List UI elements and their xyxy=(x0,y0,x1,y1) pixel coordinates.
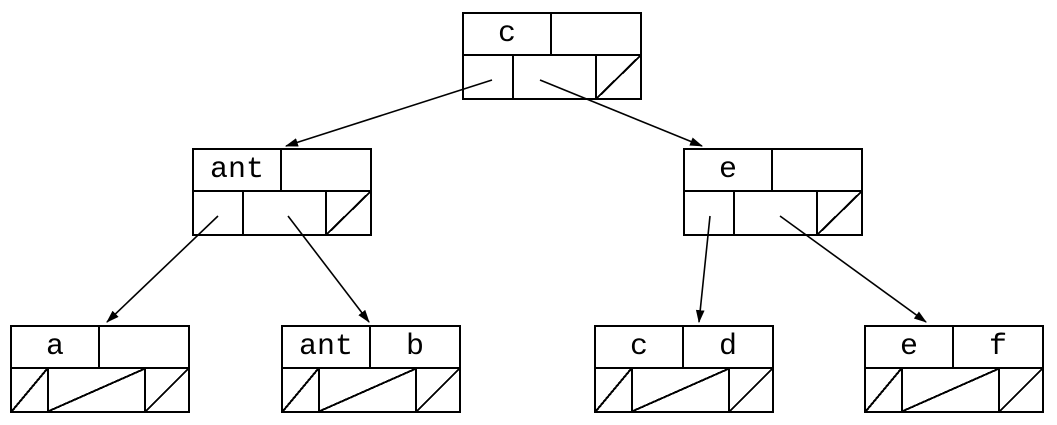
node-leaf-1-pointer-cell-1 xyxy=(12,369,49,411)
node-leaf-3-pointer-cell-2 xyxy=(632,369,730,411)
node-internal-left-key-cell-1: ant xyxy=(194,150,282,190)
node-leaf-3-key-cell-1: c xyxy=(596,327,684,367)
node-leaf-2-key-cell-1: ant xyxy=(283,327,371,367)
node-internal-left-key-cell-2 xyxy=(282,150,370,190)
node-leaf-3-key-row: c d xyxy=(596,327,772,369)
null-pointer-slash-icon xyxy=(866,369,901,411)
null-pointer-slash-icon xyxy=(416,369,459,411)
node-leaf-1-pointer-cell-3 xyxy=(145,369,188,411)
null-pointer-slash-icon xyxy=(596,369,631,411)
node-root-key-cell-1: c xyxy=(464,14,552,54)
node-internal-right-pointer-cell-1 xyxy=(685,192,736,234)
node-leaf-3-pointer-row xyxy=(596,369,772,411)
node-leaf-1-pointer-cell-2 xyxy=(48,369,146,411)
null-pointer-slash-icon xyxy=(283,369,318,411)
node-leaf-4-pointer-row xyxy=(866,369,1042,411)
node-root-pointer-cell-2 xyxy=(514,56,597,98)
node-leaf-2-pointer-row xyxy=(283,369,459,411)
node-leaf-1-key-cell-1: a xyxy=(12,327,100,367)
null-pointer-slash-icon xyxy=(326,192,370,234)
node-leaf-1: a xyxy=(10,325,190,413)
node-leaf-1-key-row: a xyxy=(12,327,188,369)
node-leaf-3-pointer-cell-1 xyxy=(596,369,633,411)
node-leaf-3-key-cell-2: d xyxy=(718,330,737,364)
node-leaf-2-pointer-cell-1 xyxy=(283,369,320,411)
node-leaf-4-key-cell-1: e xyxy=(866,327,954,367)
node-leaf-3-pointer-cell-3 xyxy=(729,369,772,411)
node-internal-right-pointer-cell-2 xyxy=(735,192,818,234)
null-pointer-slash-icon xyxy=(596,56,640,98)
node-internal-left-pointer-cell-1 xyxy=(194,192,245,234)
node-internal-right-key-row: e xyxy=(685,150,861,192)
node-internal-right-key-cell-1: e xyxy=(685,150,773,190)
node-root: c xyxy=(462,12,642,100)
null-pointer-slash-icon xyxy=(12,369,47,411)
node-leaf-4-key-row: e f xyxy=(866,327,1042,369)
null-pointer-slash-icon xyxy=(319,369,415,411)
null-pointer-slash-icon xyxy=(48,369,144,411)
node-internal-left-pointer-cell-2 xyxy=(244,192,327,234)
node-internal-right: e xyxy=(683,148,863,236)
node-root-key-row: c xyxy=(464,14,640,56)
node-leaf-4: e f xyxy=(864,325,1044,413)
node-leaf-2-pointer-cell-2 xyxy=(319,369,417,411)
null-pointer-slash-icon xyxy=(632,369,728,411)
node-root-pointer-cell-3 xyxy=(596,56,640,98)
node-internal-left-pointer-row xyxy=(194,192,370,234)
node-internal-left-key-row: ant xyxy=(194,150,370,192)
node-root-key-cell-2 xyxy=(552,14,640,54)
node-leaf-4-pointer-cell-3 xyxy=(999,369,1042,411)
node-internal-left: ant xyxy=(192,148,372,236)
node-leaf-2-pointer-cell-3 xyxy=(416,369,459,411)
null-pointer-slash-icon xyxy=(817,192,861,234)
node-leaf-1-key-cell-2 xyxy=(100,327,188,367)
null-pointer-slash-icon xyxy=(729,369,772,411)
node-root-pointer-cell-1 xyxy=(464,56,515,98)
node-leaf-2: ant b xyxy=(281,325,461,413)
node-leaf-4-pointer-cell-2 xyxy=(902,369,1000,411)
node-leaf-4-key-cell-2: f xyxy=(988,330,1007,364)
null-pointer-slash-icon xyxy=(902,369,998,411)
null-pointer-slash-icon xyxy=(145,369,188,411)
node-internal-right-pointer-cell-3 xyxy=(817,192,861,234)
node-leaf-2-key-row: ant b xyxy=(283,327,459,369)
node-leaf-2-key-cell-2: b xyxy=(405,330,424,364)
node-internal-right-key-cell-2 xyxy=(773,150,861,190)
node-internal-left-pointer-cell-3 xyxy=(326,192,370,234)
node-internal-right-pointer-row xyxy=(685,192,861,234)
node-leaf-1-pointer-row xyxy=(12,369,188,411)
node-root-pointer-row xyxy=(464,56,640,98)
node-leaf-4-pointer-cell-1 xyxy=(866,369,903,411)
node-leaf-3: c d xyxy=(594,325,774,413)
null-pointer-slash-icon xyxy=(999,369,1042,411)
